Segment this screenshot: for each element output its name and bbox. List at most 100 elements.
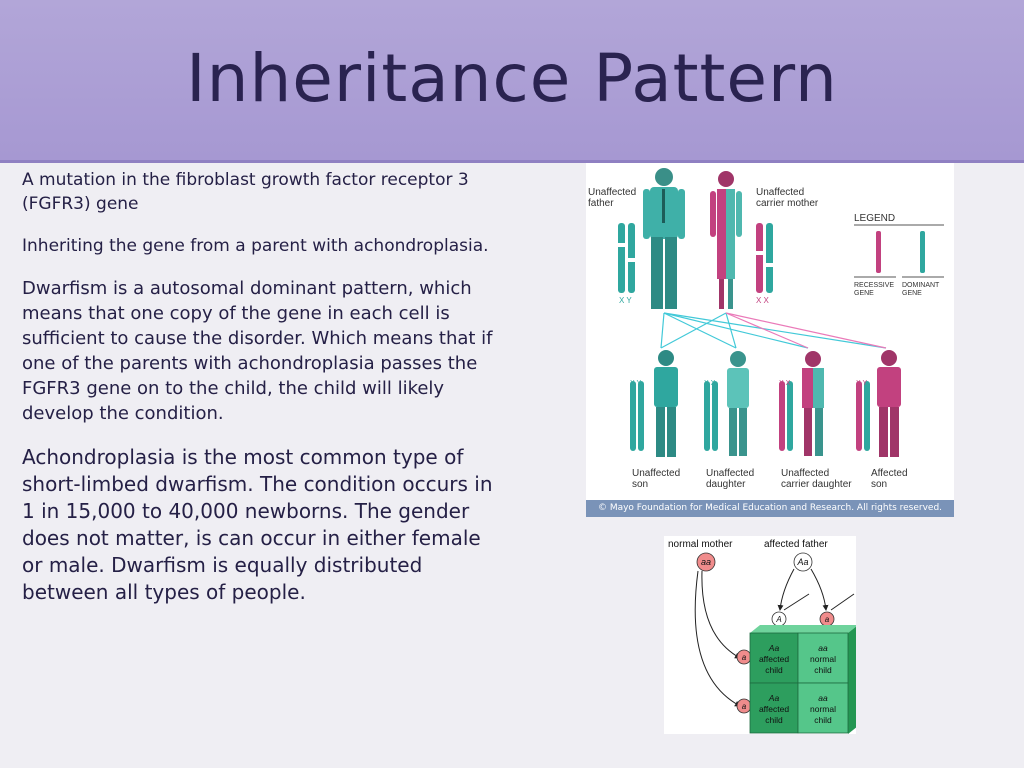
svg-text:GENE: GENE [902,290,922,297]
cell-1-label-2: child [765,665,783,675]
svg-text:a: a [742,702,747,711]
mother-label-2: carrier mother [756,198,819,209]
svg-text:affected: affected [759,654,789,664]
paragraph-dominant: Dwarfism is a autosomal dominant pattern… [22,278,493,424]
svg-text:normal: normal [810,654,836,664]
svg-text:X Y: X Y [630,380,641,387]
normal-mother-label: normal mother [668,539,733,550]
mother-figure [710,171,742,309]
mother-allele-circle: aa [696,552,716,572]
cell-3-genotype: Aa [768,693,780,703]
legend-recessive-1: RECESSIVE [854,282,894,289]
child-2-label-2: daughter [706,479,746,490]
mother-label-1: Unaffected [756,187,804,198]
mother-chrom-label: X X [756,296,770,305]
svg-text:DOMINANT: DOMINANT [902,282,940,289]
svg-text:Aa: Aa [768,643,780,653]
child-3-label-2: carrier daughter [781,479,852,490]
legend-recessive-2: GENE [854,290,874,297]
mother-a-allele-row2: a [736,698,752,714]
punnett-grid [749,625,858,734]
father-A-allele: A [771,611,787,627]
svg-text:a: a [742,653,747,662]
mother-chromosomes [756,223,773,293]
cell-4-label-2: child [814,715,832,725]
slide-title: Inheritance Pattern [186,40,838,117]
legend-dominant-1: DOMINANT [902,282,940,289]
svg-text:Unaffected: Unaffected [756,187,804,198]
child-1-label-1: Unaffected [632,468,680,479]
child-2-chrom: X X [704,380,716,387]
svg-text:Unaffected: Unaffected [632,468,680,479]
cell-4-genotype: aa [818,693,828,703]
svg-text:Unaffected: Unaffected [706,468,754,479]
cell-Aa-bottom [749,682,799,734]
father-chrom-label: X Y [619,296,632,305]
father-a-allele: a [819,611,835,627]
copyright-credit: © Mayo Foundation for Medical Education … [586,500,954,517]
cell-1-label-1: affected [759,654,789,664]
cell-aa-top [797,632,849,684]
svg-text:Affected: Affected [871,468,908,479]
cell-Aa-top [749,632,799,684]
child-2-label-1: Unaffected [706,468,754,479]
svg-text:carrier daughter: carrier daughter [781,479,852,490]
svg-text:Unaffected: Unaffected [781,468,829,479]
svg-text:aa: aa [701,557,711,567]
father-genotype: Aa [796,557,808,567]
title-band: Inheritance Pattern [0,0,1024,163]
punnett-diagram: normal mother affected father aa Aa A a … [668,539,858,734]
cell-aa-bottom [797,682,849,734]
body-text: A mutation in the fibroblast growth fact… [22,168,507,624]
svg-text:RECESSIVE: RECESSIVE [854,282,894,289]
cell-2-genotype: aa [818,643,828,653]
child-4-label-1: Affected [871,468,908,479]
svg-text:LEGEND: LEGEND [854,213,895,224]
svg-text:X X: X X [779,380,791,387]
child-4-chrom: X Y [856,380,867,387]
legend-title: LEGEND [854,213,895,224]
child-1-chrom: X Y [630,380,641,387]
cell-2-label-2: child [814,665,832,675]
svg-text:son: son [632,479,648,490]
punnett-figure: normal mother affected father aa Aa A a … [664,536,858,734]
svg-text:a: a [825,615,830,624]
father-label-2: father [588,198,614,209]
cell-3-label-1: affected [759,704,789,714]
mother-genotype: aa [701,557,711,567]
svg-text:X Y: X Y [619,296,632,305]
svg-text:affected: affected [759,704,789,714]
child-3-chrom: X X [779,380,791,387]
cell-4-label-1: normal [810,704,836,714]
paragraph-mutation: A mutation in the fibroblast growth fact… [22,170,469,214]
svg-text:normal: normal [810,704,836,714]
svg-text:Aa: Aa [796,557,808,567]
child-1-label-2: son [632,479,648,490]
child-4-figure [856,350,901,457]
cell-2-label-1: normal [810,654,836,664]
pedigree-figure: Unaffected father Unaffected carrier mot… [586,163,954,517]
child-4-label-2: son [871,479,887,490]
father-label-1: Unaffected [588,187,636,198]
svg-text:carrier mother: carrier mother [756,198,819,209]
svg-text:daughter: daughter [706,479,746,490]
svg-text:child: child [814,715,832,725]
svg-text:aa: aa [818,643,828,653]
legend: LEGEND RECESSIVE GENE DOMINANT GENE [854,213,944,297]
svg-text:GENE: GENE [854,290,874,297]
svg-text:son: son [871,479,887,490]
father-chromosomes [618,223,635,293]
cell-3-label-2: child [765,715,783,725]
child-1-figure [630,350,678,457]
paragraph-achondroplasia: Achondroplasia is the most common type o… [22,445,493,604]
svg-text:normal mother: normal mother [668,539,733,550]
father-figure [643,168,685,309]
child-2-figure [704,351,749,456]
svg-text:child: child [765,665,783,675]
svg-text:aa: aa [818,693,828,703]
mother-a-allele-row1: a [736,649,752,665]
svg-text:X Y: X Y [856,380,867,387]
svg-text:child: child [765,715,783,725]
affected-father-label: affected father [764,539,828,550]
svg-text:father: father [588,198,614,209]
